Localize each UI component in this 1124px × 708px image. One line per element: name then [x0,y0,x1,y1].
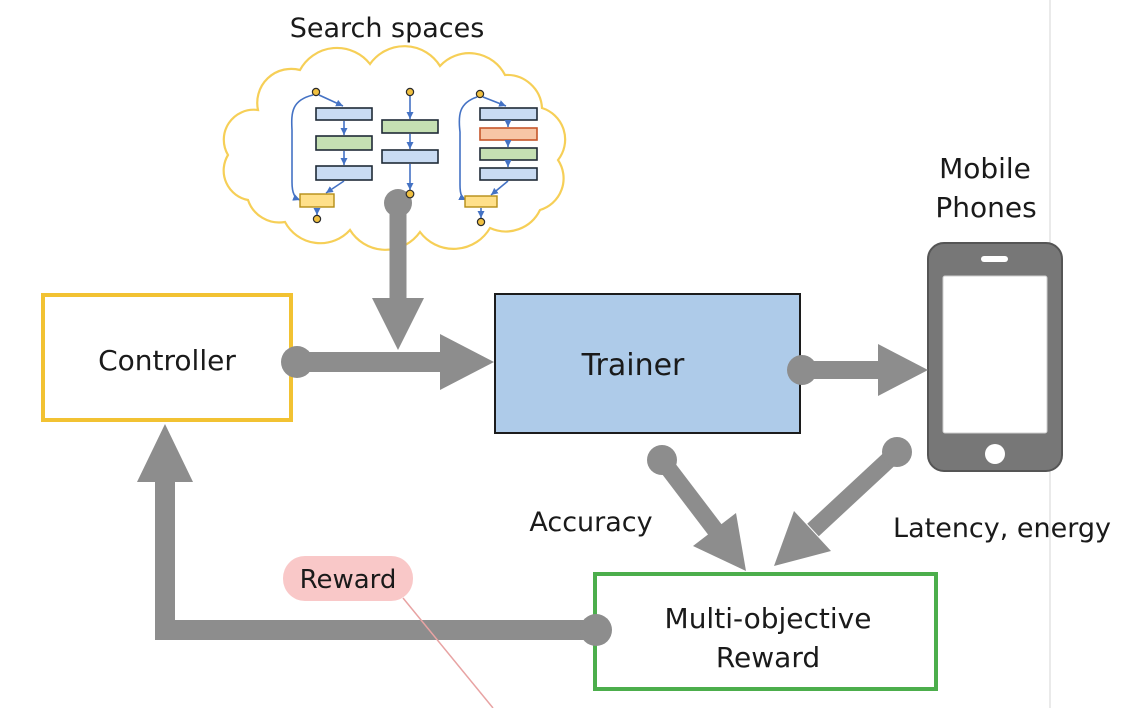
controller-label: Controller [98,344,236,377]
node-circle [311,87,321,97]
controller-to-trainer-arrow [281,334,494,390]
layer-block [315,135,373,151]
node-circle [476,217,486,227]
search-spaces-label: Search spaces [290,13,485,44]
node-circle [405,87,415,97]
layer-block [479,147,538,161]
phone-speaker [981,256,1008,262]
phone-screen [942,275,1048,434]
controller-box [41,293,293,422]
trainer-to-phone-arrow [787,344,928,396]
output-block [299,193,335,208]
connection-arrow [325,180,345,194]
mobile-phone-icon [927,242,1063,472]
accuracy-label: Accuracy [529,507,652,538]
layer-block [315,165,373,181]
candidate-network-2 [381,87,439,199]
reward-tag: Reward [283,556,494,708]
multi-objective-reward-label-line-1: Multi-objective [665,602,872,635]
skip-connection-arrow [458,96,478,201]
connection-arrow [490,180,509,196]
connection-arrow [482,96,507,107]
layer-block [315,107,373,121]
trainer-box [494,293,801,434]
phone-home-button [985,444,1005,464]
node-circle [312,214,322,224]
skip-connection-arrow [290,94,314,201]
candidate-network-3 [458,89,538,227]
layer-block [479,127,538,141]
latency-energy-label: Latency, energy [893,513,1111,544]
multi-objective-reward-label-line-2: Reward [716,641,820,674]
multi-objective-reward-box [593,572,938,691]
layer-block [381,119,439,134]
candidate-network-1 [290,87,373,224]
mobile-phones-label-line-1: Mobile [939,152,1031,185]
layer-block [381,149,439,164]
accuracy-arrow [647,445,746,571]
layer-block [479,107,538,121]
layer-block [479,167,538,181]
search-space-arrow [372,189,424,350]
node-circle [475,89,485,99]
reward-tag-label: Reward [300,565,397,595]
mobile-phones-label-line-2: Phones [935,191,1036,224]
reward-tag-background [283,556,413,601]
latency-energy-arrow [774,437,912,566]
connection-arrow [318,94,344,107]
reward-feedback-arrow [137,424,612,646]
node-circle [405,189,415,199]
trainer-label: Trainer [581,348,685,383]
reward-tag-pointer-line [402,597,494,708]
output-block [464,195,498,208]
